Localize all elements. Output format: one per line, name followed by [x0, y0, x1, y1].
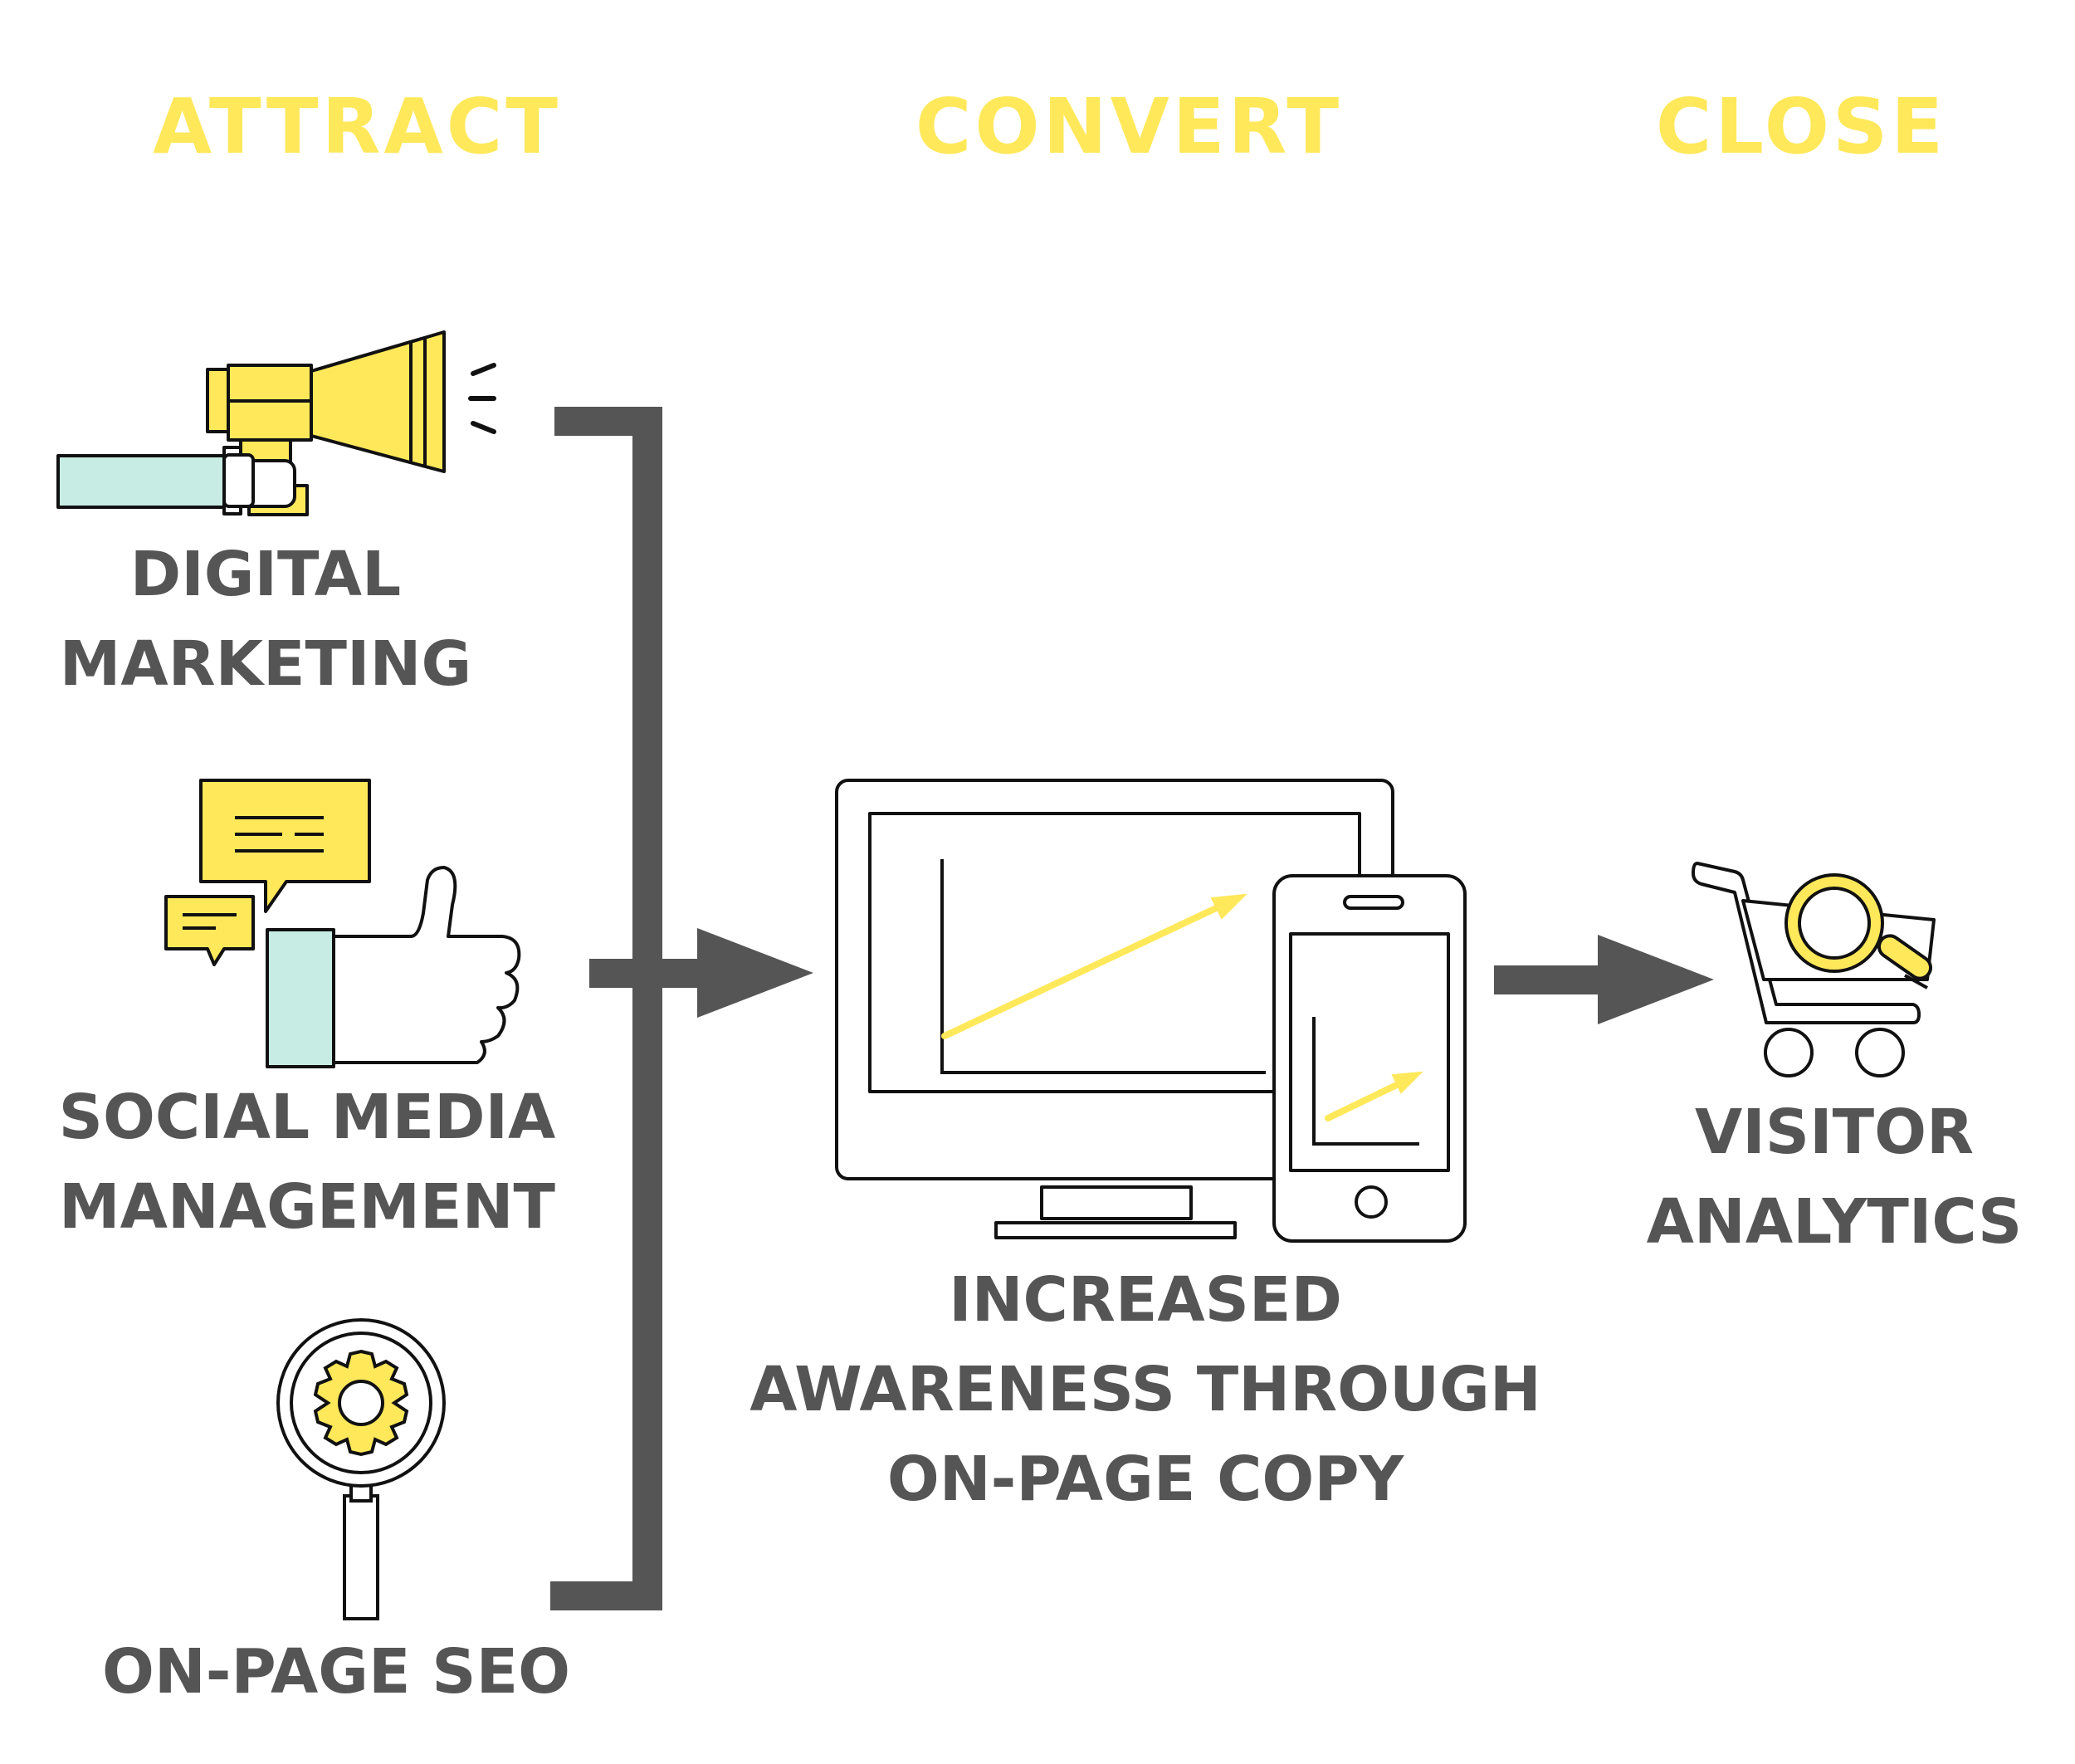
stage-title-attract: ATTRACT [153, 82, 561, 171]
social-media-label: SOCIAL MEDIA MANAGEMENT [58, 1082, 556, 1243]
visitor-analytics-label: VISITOR ANALYTICS [1646, 1097, 2023, 1258]
stage-title-close: CLOSE [1655, 82, 1947, 171]
on-page-seo-label: ON-PAGE SEO [101, 1636, 571, 1708]
increased-awareness-label: INCREASED AWARENESS THROUGH ON-PAGE COPY [749, 1264, 1541, 1515]
digital-marketing-label: DIGITAL MARKETING [59, 539, 472, 700]
stage-title-convert: CONVERT [915, 82, 1343, 171]
